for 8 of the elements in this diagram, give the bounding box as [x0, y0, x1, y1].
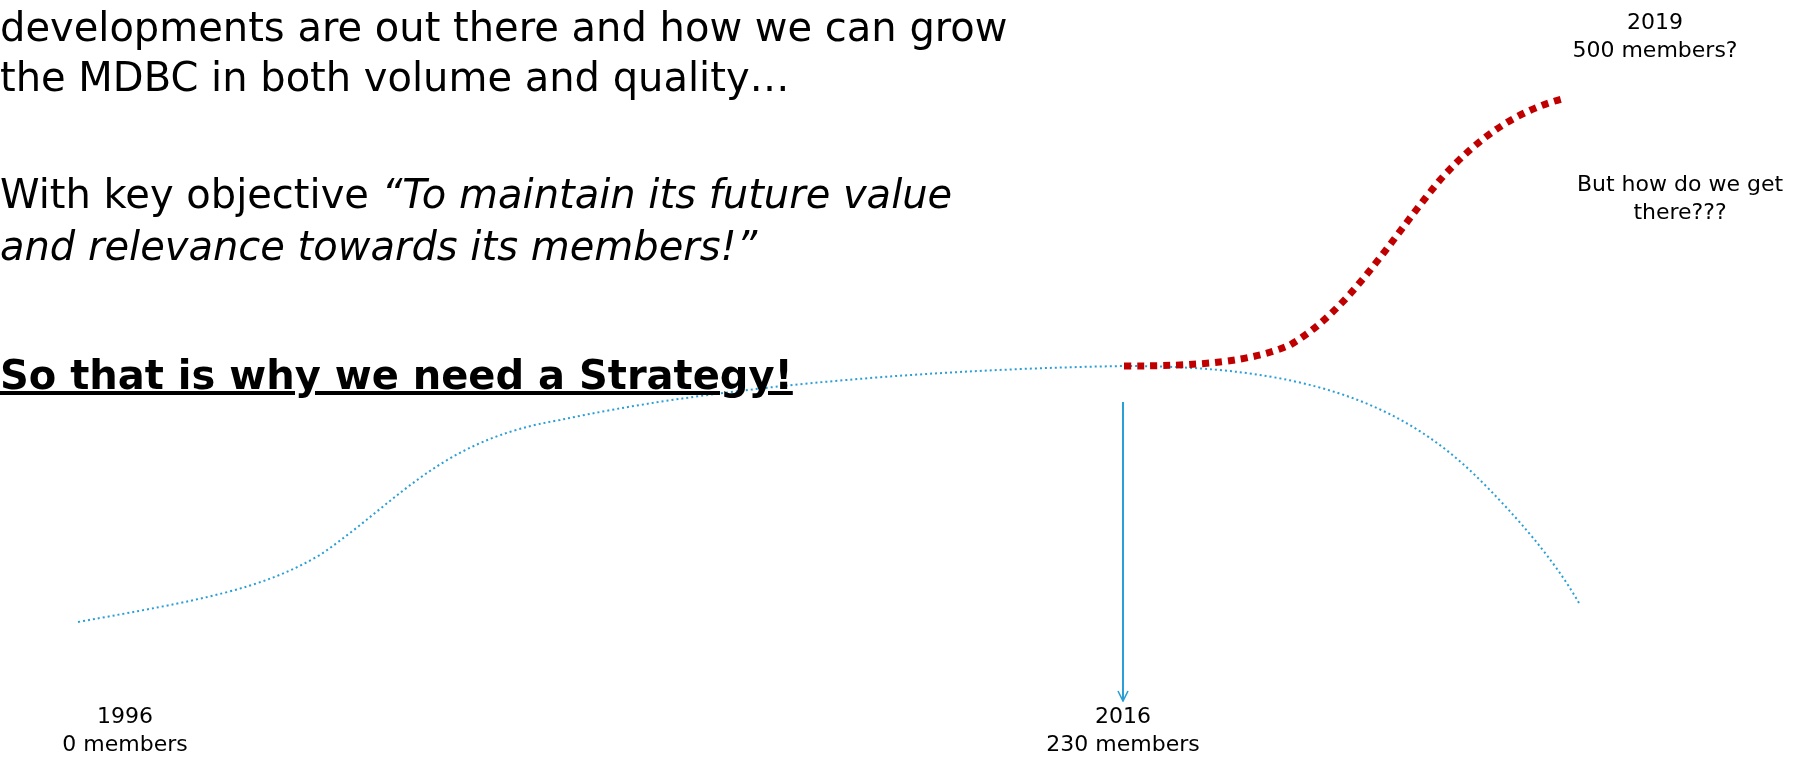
body-paragraph: developments are out there and how we can grow the MDBC in both volume and quality…: [0, 3, 1009, 102]
arrow: [1117, 401, 1129, 702]
body-paragraph: With key objective “To maintain its future value and relevance towards its members!”: [0, 170, 954, 271]
year-members-label: 1996 0 members: [30, 702, 220, 758]
heading: So that is why we need a Strategy!: [0, 351, 793, 400]
year-members-label: 2019 500 members?: [1555, 8, 1755, 64]
year-members-label: 2016 230 members: [1043, 702, 1203, 758]
question-text: But how do we get there???: [1575, 170, 1785, 226]
